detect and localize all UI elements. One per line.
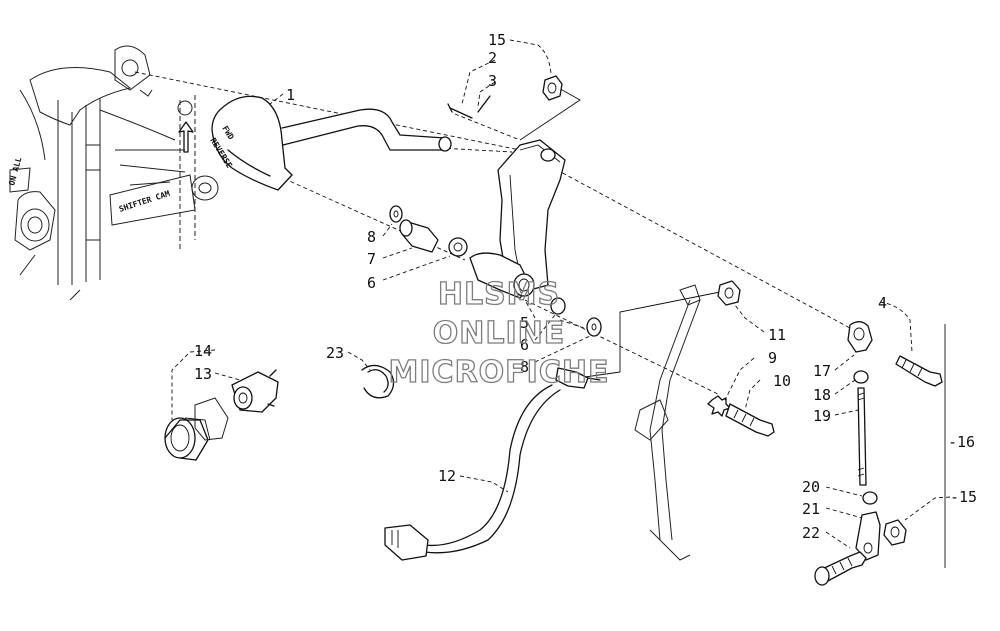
svg-text:ON ALL: ON ALL [7,156,23,186]
bolt-part-4 [895,355,943,387]
chassis-frame-background: ON ALL SHIFTER CAM [7,45,219,301]
watermark-line-2: ONLINE [433,316,566,351]
tie-rod-part-19 [857,387,867,486]
shift-lever-part-1: FWD REVERSE [208,95,452,191]
rod-end-part-21 [855,511,881,561]
spacer-part-6-upper [448,237,468,257]
callout-4: 4 [878,294,887,312]
callout-13: 13 [194,365,212,383]
callout-1: 1 [286,86,295,104]
callout-9: 9 [768,349,777,367]
callout-6-upper: 6 [367,274,376,292]
switch-harness-part-12 [384,367,601,561]
bolt-part-10 [725,403,775,437]
callout-10: 10 [773,372,791,390]
callout-16: -16 [948,433,975,451]
indicator-switch-part-13 [231,369,279,413]
nut-part-15-top [542,75,563,101]
bushing-part-7 [399,219,439,253]
callout-labels: 1 2 3 4 5 6 6 7 8 8 9 10 11 12 13 14 15 … [194,31,977,542]
callout-5: 5 [520,314,529,332]
callout-2: 2 [488,49,497,67]
callout-6-lower: 6 [520,336,529,354]
nut-part-15-bottom [883,519,907,546]
jam-nut-part-18 [853,370,869,384]
svg-text:SHIFTER CAM: SHIFTER CAM [118,189,171,214]
washer-background-14 [194,397,229,441]
callout-20: 20 [802,478,820,496]
callout-14: 14 [194,342,212,360]
rod-end-part-17 [847,321,873,353]
callout-8-upper: 8 [367,228,376,246]
callout-11: 11 [768,326,786,344]
bolt-part-22 [814,551,867,586]
callout-21: 21 [802,500,820,518]
clamp-part-23 [361,364,395,399]
watermark-line-3: MICROFICHE [389,355,610,390]
indicator-ring-part-14 [164,417,211,461]
callout-7: 7 [367,250,376,268]
washer-part-8-upper [389,205,403,223]
callout-3: 3 [488,72,497,90]
pin-and-cotter-parts-2-3 [447,95,491,119]
callout-17: 17 [813,362,831,380]
shifter-bracket [469,139,566,315]
callout-12: 12 [438,467,456,485]
watermark-line-1: HLSMS [438,277,560,312]
callout-18: 18 [813,386,831,404]
callout-19: 19 [813,407,831,425]
watermark: HLSMS ONLINE MICROFICHE [388,276,610,390]
callout-8-lower: 8 [520,358,529,376]
nut-part-11 [717,280,741,306]
star-washer-part-9 [707,395,731,417]
callout-15-top: 15 [488,31,506,49]
washer-part-8-lower [586,317,602,337]
callout-22: 22 [802,524,820,542]
callout-23: 23 [326,344,344,362]
callout-15-bottom: -15 [950,488,977,506]
callout-leaders [171,39,951,549]
linkage-rod-background [634,284,701,561]
jam-nut-part-20 [862,491,878,505]
